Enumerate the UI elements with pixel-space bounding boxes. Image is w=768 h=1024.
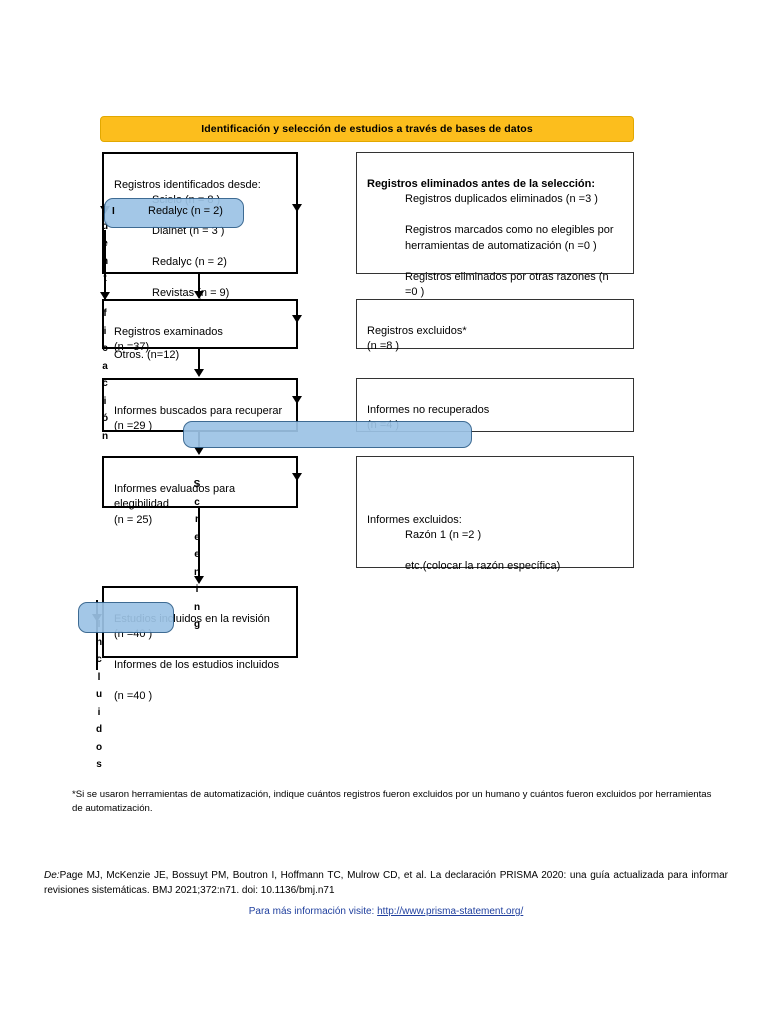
spine-line-identification bbox=[104, 230, 106, 300]
assessed-label: Informes evaluados para elegibilidad bbox=[114, 482, 236, 511]
removed-item-ineligible: Registros marcados como no elegibles por… bbox=[405, 224, 614, 252]
more-info-label: Para más información visite: bbox=[248, 906, 378, 917]
removed-item-duplicates: Registros duplicados eliminados (n =3 ) bbox=[405, 193, 598, 205]
reference-citation: De:Page MJ, McKenzie JE, Bossuyt PM, Bou… bbox=[44, 868, 728, 898]
banner-title: Identificación y selección de estudios a… bbox=[201, 123, 533, 135]
spine-line-screening bbox=[198, 506, 200, 570]
arrowhead-sought-to-assessed bbox=[194, 447, 204, 455]
included-count2: (n =40 ) bbox=[114, 690, 153, 702]
box-records-removed: Registros eliminados antes de la selecci… bbox=[356, 152, 634, 298]
screened-count: (n =37) bbox=[114, 341, 150, 353]
connector-screened-to-sought bbox=[198, 349, 200, 370]
highlight-middle-bar[interactable] bbox=[183, 421, 472, 448]
arrowhead-identified-to-removed bbox=[292, 204, 302, 212]
included-line2: Informes de los estudios incluidos bbox=[114, 659, 280, 671]
footnote: *Si se usaron herramientas de automatiza… bbox=[72, 788, 712, 816]
side-label-identification: Identificación bbox=[98, 200, 112, 445]
sought-label: Informes buscados para recuperar bbox=[114, 404, 283, 417]
box-reports-assessed: Informes evaluados para elegibilidad (n … bbox=[102, 456, 298, 526]
arrowhead-assessed-to-reportsexcluded bbox=[292, 473, 302, 481]
box-reports-excluded: Informes excluidos: Razón 1 (n =2 ) etc.… bbox=[356, 456, 634, 572]
side-label-included: Incluidos bbox=[92, 616, 106, 774]
arrowhead-screened-to-sought bbox=[194, 369, 204, 377]
arrowhead-assessed-to-included bbox=[194, 576, 204, 584]
highlight-redalyc-side-letter: I bbox=[112, 206, 115, 217]
connector-sought-to-notretrieved bbox=[296, 379, 298, 398]
connector-identified-to-removed bbox=[296, 170, 298, 206]
highlight-redalyc[interactable] bbox=[104, 198, 244, 228]
excluded-label: Registros excluidos* bbox=[367, 324, 467, 337]
spine-line-included bbox=[96, 600, 98, 670]
identified-heading: Registros identificados desde: bbox=[114, 178, 261, 191]
more-info-line: Para más información visite: http://www.… bbox=[44, 906, 728, 917]
connector-identified-to-screened bbox=[198, 274, 200, 293]
footnote-text: *Si se usaron herramientas de automatiza… bbox=[72, 789, 712, 814]
identified-source-dialnet: Dialnet (n = 3 ) bbox=[152, 225, 225, 237]
reportsexcluded-etc: etc.(colocar la razón específica) bbox=[405, 560, 561, 572]
identified-source-redalyc: Redalyc (n = 2) bbox=[152, 256, 227, 268]
arrowhead-sought-to-notretrieved bbox=[292, 396, 302, 404]
side-label-identification-text: Identificación bbox=[101, 203, 109, 442]
sought-count: (n =29 ) bbox=[114, 420, 153, 432]
connector-assessed-to-reportsexcluded bbox=[296, 458, 298, 475]
box-records-excluded: Registros excluidos* (n =8 ) bbox=[356, 299, 634, 352]
assessed-count: (n = 25) bbox=[114, 513, 153, 526]
highlight-redalyc-label: Redalyc (n = 2) bbox=[148, 205, 223, 217]
arrowhead-identified-to-screened bbox=[194, 291, 204, 299]
screened-label: Registros examinados bbox=[114, 325, 223, 338]
spine-arrow-identification-lower bbox=[100, 292, 110, 300]
diagram-banner: Identificación y selección de estudios a… bbox=[100, 116, 634, 142]
reference-text: Page MJ, McKenzie JE, Bossuyt PM, Boutro… bbox=[44, 870, 728, 896]
highlight-included-bar[interactable] bbox=[78, 602, 174, 633]
identified-source-otros: Otros. (n=12) bbox=[114, 349, 180, 361]
removed-heading: Registros eliminados antes de la selecci… bbox=[367, 177, 596, 190]
reportsexcluded-heading: Informes excluidos: bbox=[367, 513, 462, 526]
box-records-screened: Registros examinados (n =37) bbox=[102, 299, 298, 353]
prisma-statement-link[interactable]: http://www.prisma-statement.org/ bbox=[377, 906, 524, 917]
excluded-count: (n =8 ) bbox=[367, 340, 400, 352]
connector-screened-to-excluded bbox=[296, 300, 298, 317]
side-label-included-text: Incluidos bbox=[95, 619, 103, 770]
arrowhead-screened-to-excluded bbox=[292, 315, 302, 323]
removed-item-otherreasons: Registros eliminados por otras razones (… bbox=[405, 270, 609, 299]
notretrieved-label: Informes no recuperados bbox=[367, 403, 490, 416]
reportsexcluded-reason1: Razón 1 (n =2 ) bbox=[405, 529, 482, 541]
reference-prefix: De: bbox=[44, 870, 60, 881]
